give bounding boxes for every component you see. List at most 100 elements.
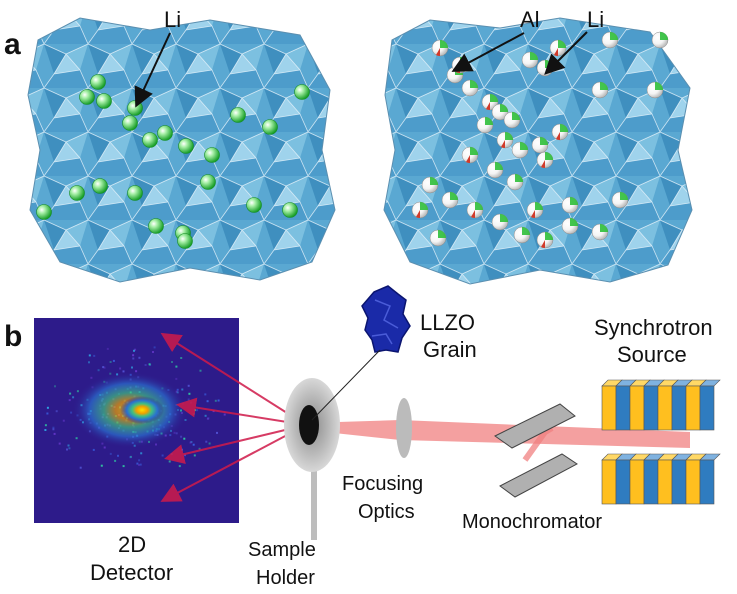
mixed-site-atom — [561, 217, 579, 235]
focusing-optics-line2: Optics — [358, 501, 415, 523]
source-label-line1: Synchrotron — [594, 315, 713, 340]
mixed-site-atom — [429, 229, 447, 247]
mixed-site-atom — [466, 201, 484, 219]
magnet-block — [685, 385, 701, 431]
right-crystal-structure — [383, 17, 693, 285]
mixed-site-atom — [511, 141, 529, 159]
mixed-site-atom — [503, 111, 521, 129]
li-atom — [92, 178, 108, 194]
right-al-label: Al — [520, 7, 540, 32]
li-atom — [127, 185, 143, 201]
monochromator-label: Monochromator — [462, 511, 602, 533]
li-atom — [282, 202, 298, 218]
grain-blob — [361, 285, 411, 353]
mixed-site-atom — [481, 93, 499, 111]
detector-label-line1: 2D — [118, 532, 146, 557]
llzo-grain — [361, 285, 411, 353]
mixed-site-atom — [491, 213, 509, 231]
li-atom — [294, 84, 310, 100]
magnet-block — [601, 459, 617, 505]
li-atom — [148, 218, 164, 234]
mixed-site-atom — [411, 201, 429, 219]
li-atom — [157, 125, 173, 141]
mixed-site-atom — [549, 39, 567, 57]
li-atom — [142, 132, 158, 148]
mixed-site-atom — [591, 223, 609, 241]
mixed-site-atom — [496, 131, 514, 149]
magnet-block — [629, 459, 645, 505]
source-label-line2: Source — [617, 342, 687, 367]
li-atom — [122, 115, 138, 131]
panel-a-label: a — [4, 28, 21, 61]
li-atom — [90, 74, 106, 90]
monochromator — [494, 403, 578, 498]
mono-crystal-bottom — [499, 453, 578, 498]
li-atom — [230, 107, 246, 123]
li-atom — [127, 100, 143, 116]
magnet-block — [657, 385, 673, 431]
focusing-lens — [396, 398, 412, 458]
diffraction-spot — [120, 396, 164, 424]
mixed-site-atom — [531, 136, 549, 154]
mixed-site-atom — [551, 123, 569, 141]
mixed-site-atom — [461, 146, 479, 164]
magnet-block — [657, 459, 673, 505]
mixed-site-atom — [491, 103, 509, 121]
li-atom — [36, 204, 52, 220]
li-atom — [204, 147, 220, 163]
mixed-site-atom — [506, 173, 524, 191]
focusing-optics-line1: Focusing — [342, 473, 423, 495]
2d-detector — [34, 318, 239, 523]
left-li-arrow — [134, 32, 171, 108]
panel-b-label: b — [4, 320, 22, 353]
right-al-arrow — [451, 32, 525, 72]
magnet-block — [615, 385, 631, 431]
mixed-site-atom — [461, 79, 479, 97]
li-atom — [246, 197, 262, 213]
li-atom — [69, 185, 85, 201]
li-atom — [200, 174, 216, 190]
mixed-site-atom — [536, 231, 554, 249]
mono-crystal-top — [494, 403, 576, 449]
magnet-block — [615, 459, 631, 505]
left-li-label: Li — [164, 7, 181, 32]
grain-label-line2: Grain — [423, 337, 477, 362]
magnet-block — [699, 459, 715, 505]
mixed-site-atom — [561, 196, 579, 214]
mixed-site-atom — [611, 191, 629, 209]
mixed-site-atom — [646, 81, 664, 99]
sample-holder — [284, 378, 340, 540]
sample-holder-line1: Sample — [248, 539, 316, 561]
magnet-block — [685, 459, 701, 505]
li-atom — [177, 233, 193, 249]
right-li-arrow — [544, 31, 588, 75]
magnet-block — [699, 385, 715, 431]
right-li-label: Li — [587, 7, 604, 32]
magnet-block — [671, 385, 687, 431]
sample-holder-line2: Holder — [256, 567, 315, 589]
sample-holder-rod — [311, 460, 317, 540]
grain-pointer — [311, 349, 381, 421]
li-atom — [79, 89, 95, 105]
sample-grain — [299, 405, 319, 445]
li-atom — [178, 138, 194, 154]
mixed-site-atom — [476, 116, 494, 134]
mixed-site-atom — [601, 31, 619, 49]
mixed-site-atom — [536, 151, 554, 169]
magnet-block — [629, 385, 645, 431]
mixed-site-atom — [486, 161, 504, 179]
li-atom — [96, 93, 112, 109]
mixed-site-atom — [591, 81, 609, 99]
magnet-block — [671, 459, 687, 505]
li-atom — [262, 119, 278, 135]
mixed-site-atom — [441, 191, 459, 209]
magnet-row-bottom — [601, 453, 721, 505]
synchrotron-source — [601, 379, 721, 505]
mixed-site-atom — [526, 201, 544, 219]
mixed-site-atom — [521, 51, 539, 69]
detector-label-line2: Detector — [90, 560, 173, 585]
mixed-site-atom — [421, 176, 439, 194]
left-crystal-structure — [27, 17, 336, 283]
magnet-row-top — [601, 379, 721, 431]
